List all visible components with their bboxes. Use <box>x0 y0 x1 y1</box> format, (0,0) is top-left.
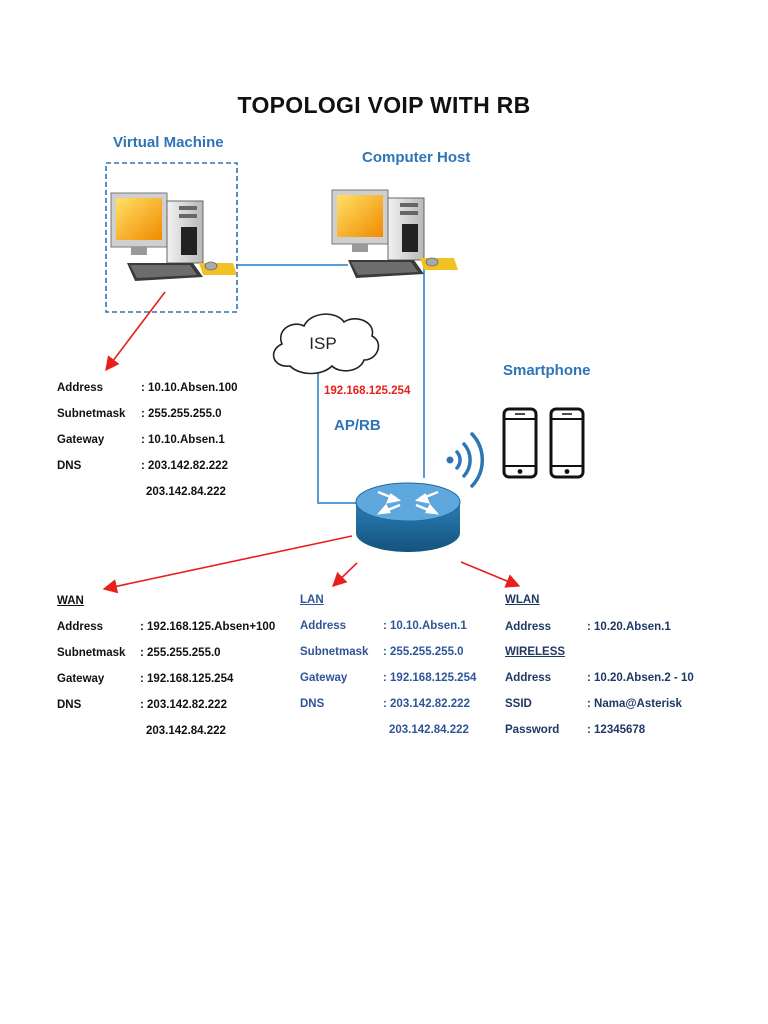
lan-heading: LAN <box>300 594 324 606</box>
config-value: : 10.20.Absen.1 <box>587 621 671 633</box>
virtual-machine-label: Virtual Machine <box>113 134 224 151</box>
config-key: DNS <box>300 698 325 710</box>
config-value: 203.142.84.222 <box>146 725 226 737</box>
network-links <box>236 264 425 504</box>
config-value: : 10.10.Absen.1 <box>141 434 225 446</box>
config-value: : 255.255.255.0 <box>383 646 464 658</box>
wifi-signal-icon <box>446 432 485 488</box>
config-value: 203.142.84.222 <box>146 486 226 498</box>
config-key: Gateway <box>300 672 348 684</box>
config-value: : 192.168.125.Absen+100 <box>140 621 276 633</box>
config-key: DNS <box>57 699 82 711</box>
config-value: : 255.255.255.0 <box>140 647 221 659</box>
link-isp-router <box>317 362 364 504</box>
arrow-wlan <box>460 561 521 588</box>
config-value: : 203.142.82.222 <box>140 699 227 711</box>
config-key: Gateway <box>57 673 105 685</box>
config-value: 203.142.84.222 <box>389 724 469 736</box>
isp-label: ISP <box>309 334 336 353</box>
smartphone-icon-2 <box>549 407 585 479</box>
red-arrows <box>102 291 521 594</box>
computer-host-label: Computer Host <box>362 149 471 166</box>
diagram-title: TOPOLOGI VOIP WITH RB <box>237 92 531 118</box>
wlan-heading: WLAN <box>505 594 540 606</box>
wireless-heading: WIRELESS <box>505 646 566 658</box>
wan-heading: WAN <box>57 595 84 607</box>
config-value: : 192.168.125.254 <box>140 673 234 685</box>
config-value: : 10.10.Absen.1 <box>383 620 467 632</box>
vm-computer-icon <box>110 192 237 281</box>
config-key: Address <box>505 672 552 684</box>
config-key: Subnetmask <box>57 408 126 420</box>
config-value: : 12345678 <box>587 724 646 736</box>
smartphone-icon-1 <box>502 407 538 479</box>
config-key: DNS <box>57 460 82 472</box>
config-key: Address <box>57 621 104 633</box>
config-key: SSID <box>505 698 532 710</box>
config-key: Password <box>505 724 560 736</box>
isp-cloud-icon: ISP <box>272 313 380 375</box>
config-value: : 192.168.125.254 <box>383 672 477 684</box>
lan-config-block: LAN Address : 10.10.Absen.1 Subnetmask :… <box>300 594 500 744</box>
router-icon <box>355 482 461 552</box>
config-key: Address <box>505 621 552 633</box>
virtual-machine-boundary <box>105 162 238 313</box>
host-computer-icon <box>331 189 458 278</box>
config-key: Address <box>300 620 347 632</box>
vm-config-block: Address : 10.10.Absen.100 Subnetmask : 2… <box>57 382 277 502</box>
config-value: : 203.142.82.222 <box>383 698 470 710</box>
config-value: : 10.20.Absen.2 - 10 <box>587 672 694 684</box>
config-value: : 10.10.Absen.100 <box>141 382 238 394</box>
smartphone-label: Smartphone <box>503 362 591 379</box>
config-key: Gateway <box>57 434 105 446</box>
config-value: : 203.142.82.222 <box>141 460 228 472</box>
wlan-config-block: WLAN Address : 10.20.Absen.1 WIRELESS Ad… <box>505 594 725 744</box>
wan-config-block: WAN Address : 192.168.125.Absen+100 Subn… <box>57 595 287 745</box>
arrow-wan <box>102 535 353 594</box>
arrow-vm-config <box>105 291 166 372</box>
config-key: Address <box>57 382 104 394</box>
config-value: : 255.255.255.0 <box>141 408 222 420</box>
isp-ip-label: 192.168.125.254 <box>324 385 411 397</box>
router-label: AP/RB <box>334 417 381 434</box>
config-value: : Nama@Asterisk <box>587 698 682 710</box>
config-key: Subnetmask <box>300 646 369 658</box>
config-key: Subnetmask <box>57 647 126 659</box>
arrow-lan <box>331 562 358 587</box>
